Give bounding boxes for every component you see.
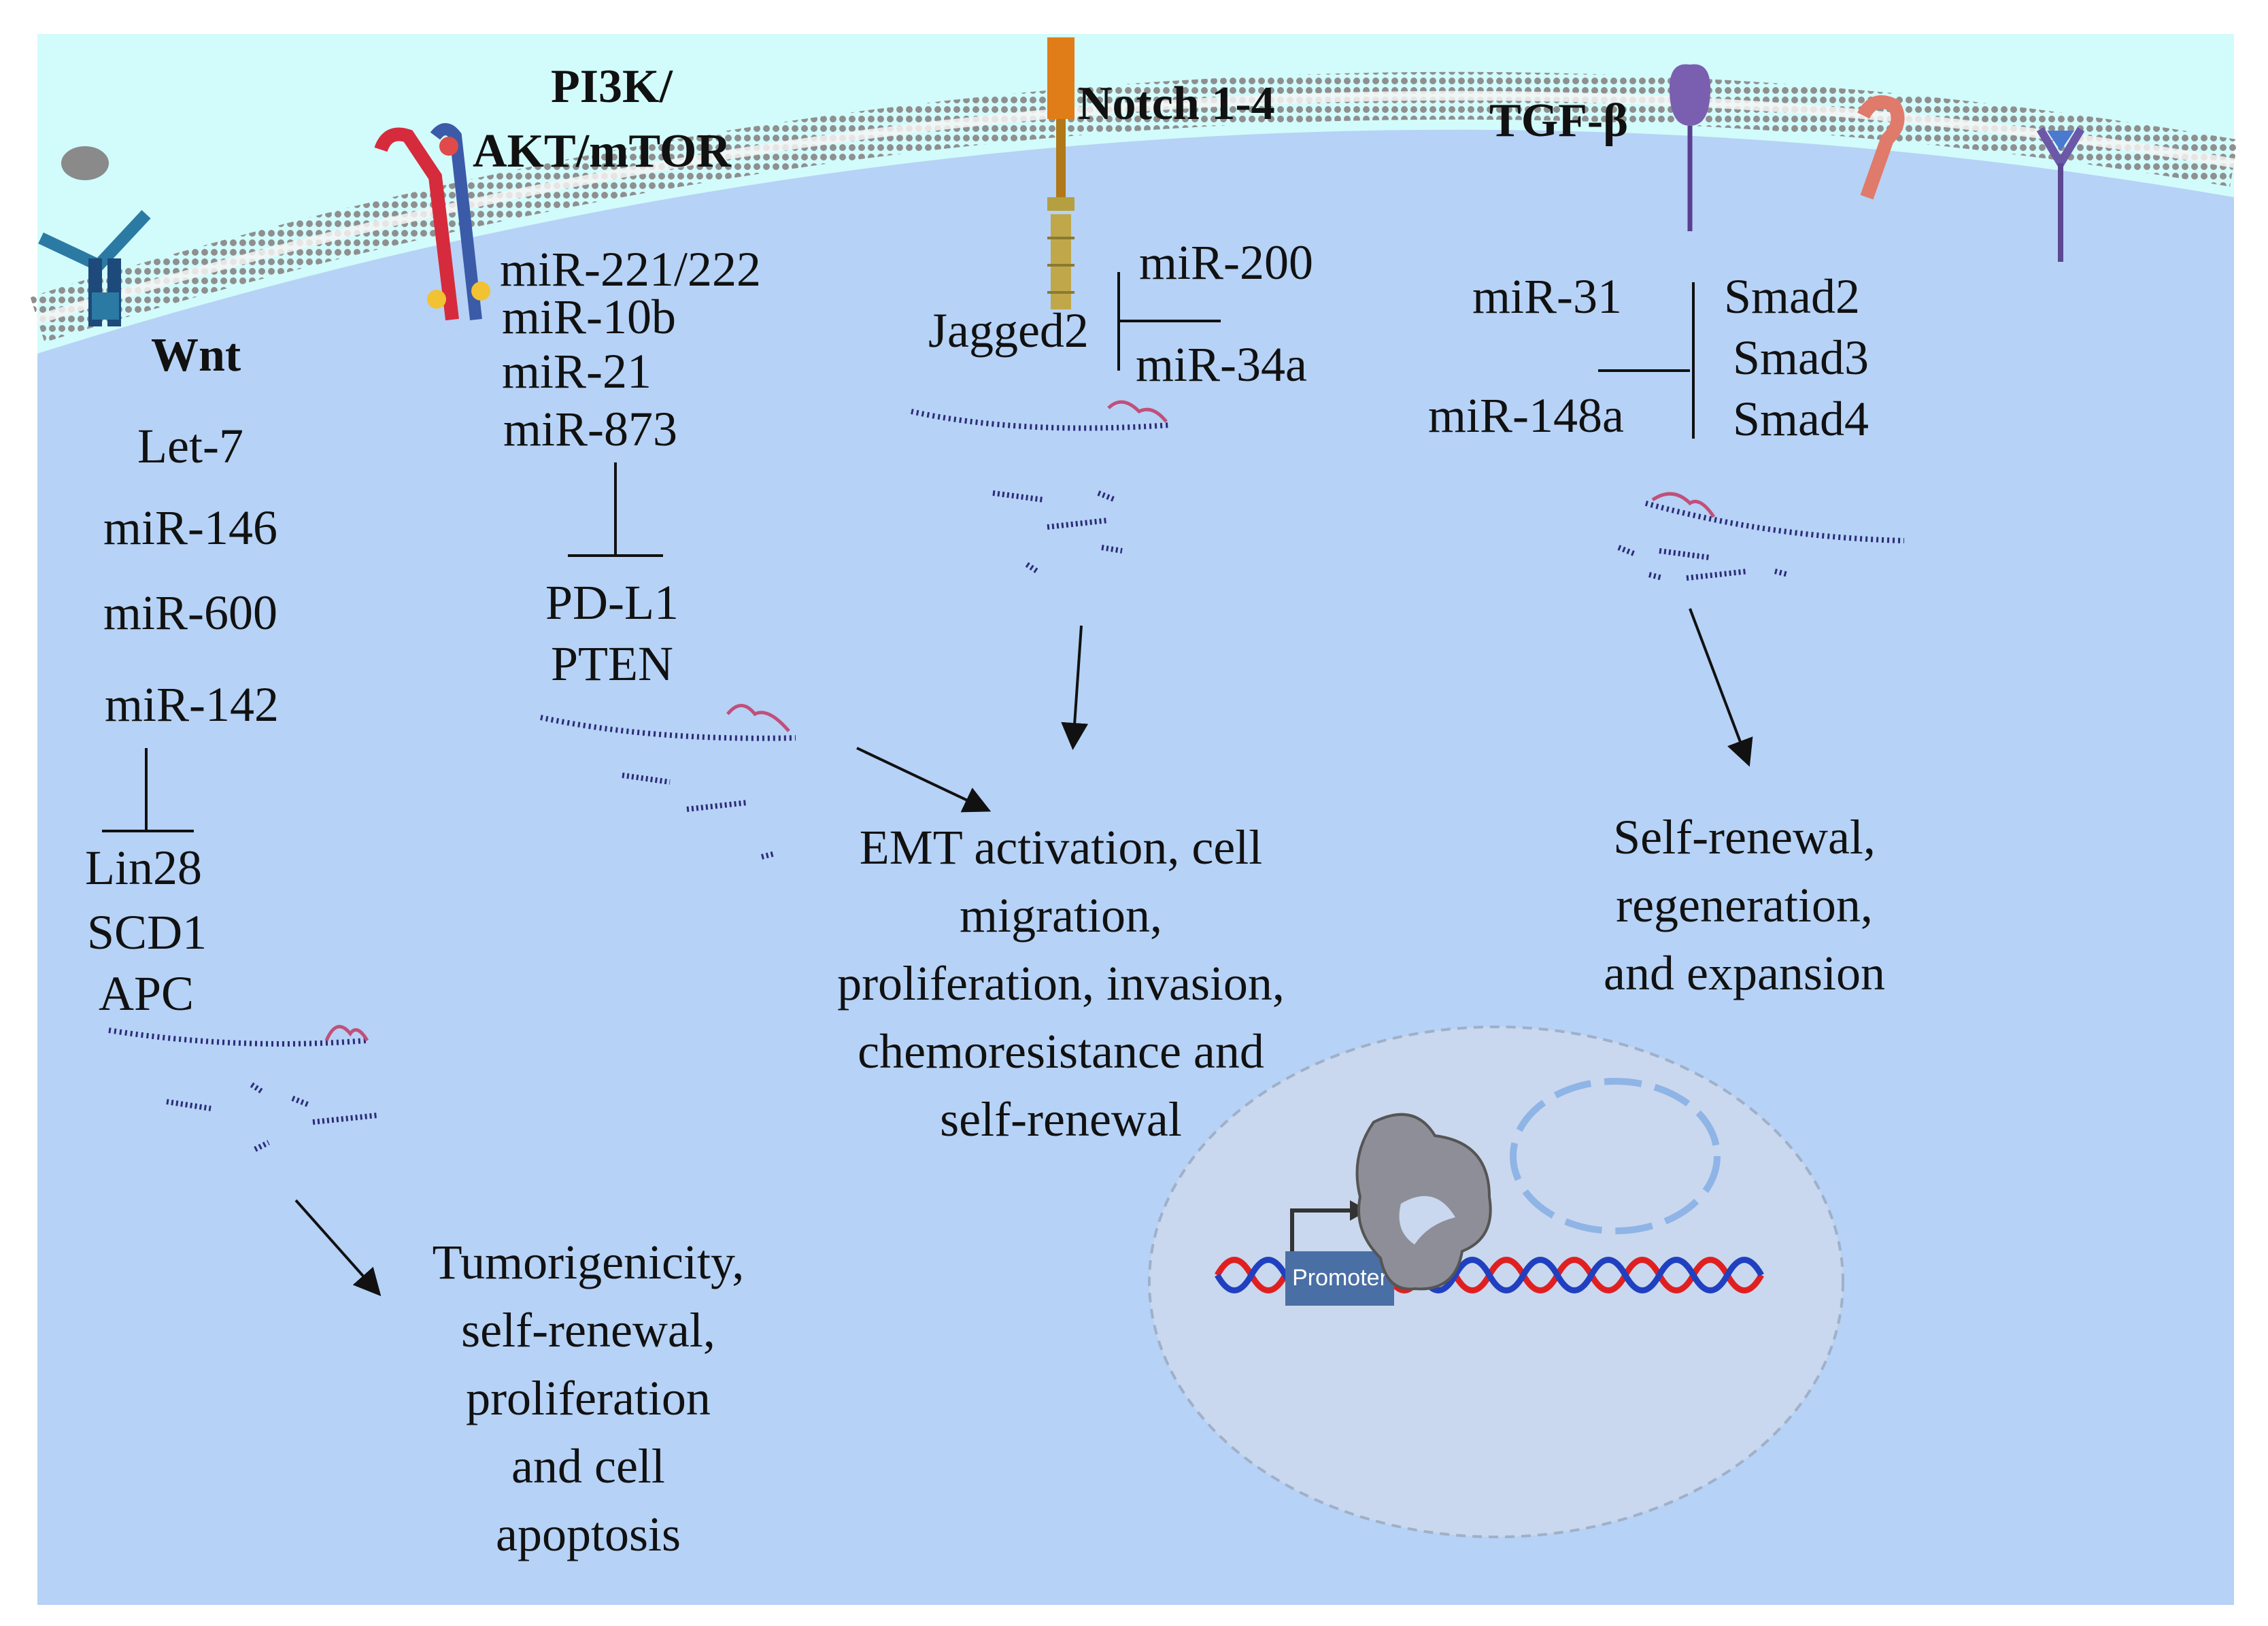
tgf-target-smad3: Smad3 [1733, 331, 1869, 385]
tgf-mirna-148a: miR-148a [1428, 388, 1624, 443]
tgf-mrna-degradation-icon [1617, 492, 1905, 581]
nucleolus [1510, 1078, 1721, 1234]
wnt-title: Wnt [151, 329, 241, 382]
notch-ligand-jagged2: Jagged2 [928, 303, 1089, 358]
wnt-mirna-let7: Let-7 [137, 419, 243, 473]
tgf-inhibition-line [1598, 282, 1695, 439]
promoter-label: Promoter [1292, 1265, 1387, 1291]
pi3k-mirna-221-222: miR-221/222 [500, 242, 761, 297]
central-outcome-line5: self-renewal [940, 1092, 1182, 1147]
wnt-mrna-degradation-icon [108, 1025, 378, 1152]
receptor-purple-icon [2036, 126, 2085, 262]
wnt-outcome-line3: proliferation [466, 1371, 711, 1425]
tgf-outcome-line2: regeneration, [1616, 878, 1873, 932]
notch-mrna-degradation-icon [911, 400, 1170, 574]
phospho-site-icon [427, 290, 446, 309]
wnt-outcome-arrow [294, 1199, 382, 1296]
tgf-receptor [1670, 64, 1710, 231]
wnt-mirna-146: miR-146 [103, 501, 277, 555]
promoter-box [1285, 1251, 1394, 1306]
notch-receptor [1047, 37, 1074, 309]
central-outcome-line2: migration, [960, 888, 1162, 943]
notch-mirna-34a: miR-34a [1136, 337, 1307, 392]
wnt-mirna-142: miR-142 [105, 677, 279, 732]
tgf-title: TGF-β [1489, 95, 1628, 147]
pi3k-outcome-arrow [856, 747, 992, 813]
pi3k-title-line2: AKT/mTOR [473, 125, 732, 177]
pi3k-mirna-21: miR-21 [502, 344, 651, 399]
phospho-site-icon [471, 282, 490, 301]
central-outcome-line3: proliferation, invasion, [837, 956, 1285, 1011]
wnt-outcome-line1: Tumorigenicity, [433, 1235, 745, 1289]
wnt-outcome-line2: self-renewal, [461, 1303, 715, 1357]
tgf-target-smad2: Smad2 [1724, 269, 1860, 324]
wnt-receptor [38, 146, 151, 326]
wnt-inhibition-line [102, 748, 194, 832]
pi3k-mirna-873: miR-873 [503, 402, 677, 456]
tgf-outcome-line3: and expansion [1604, 946, 1885, 1000]
pi3k-title-line1: PI3K/ [551, 61, 673, 113]
wnt-outcome-line4: and cell [511, 1439, 665, 1493]
pi3k-inhibition-line [568, 462, 663, 557]
wnt-target-apc: APC [99, 966, 194, 1021]
central-outcome-line1: EMT activation, cell [860, 820, 1263, 875]
notch-mirna-200: miR-200 [1139, 235, 1313, 290]
tgf-target-smad4: Smad4 [1733, 392, 1869, 446]
wnt-ligand-icon [61, 146, 109, 180]
tgf-outcome-arrow [1689, 608, 1753, 767]
notch-outcome-arrow [1061, 625, 1089, 750]
pi3k-target-pten: PTEN [551, 637, 673, 691]
central-outcome-line4: chemoresistance and [858, 1024, 1264, 1079]
wnt-mirna-600: miR-600 [103, 586, 277, 640]
notch-inhibition-line [1117, 272, 1221, 371]
receptor-pink-icon [1857, 95, 1905, 200]
tgf-mirna-31: miR-31 [1472, 269, 1622, 324]
rna-polymerase [1355, 1113, 1492, 1291]
notch-title: Notch 1-4 [1078, 78, 1275, 130]
wnt-outcome-line5: apoptosis [496, 1507, 681, 1561]
pi3k-target-pdl1: PD-L1 [545, 575, 679, 630]
wnt-target-scd1: SCD1 [87, 905, 207, 960]
pi3k-mrna-degradation-icon [540, 704, 796, 860]
pi3k-mirna-10b: miR-10b [502, 290, 676, 344]
tgf-outcome-line1: Self-renewal, [1613, 810, 1876, 864]
pi3k-receptor [374, 123, 490, 321]
wnt-target-lin28: Lin28 [85, 841, 202, 895]
